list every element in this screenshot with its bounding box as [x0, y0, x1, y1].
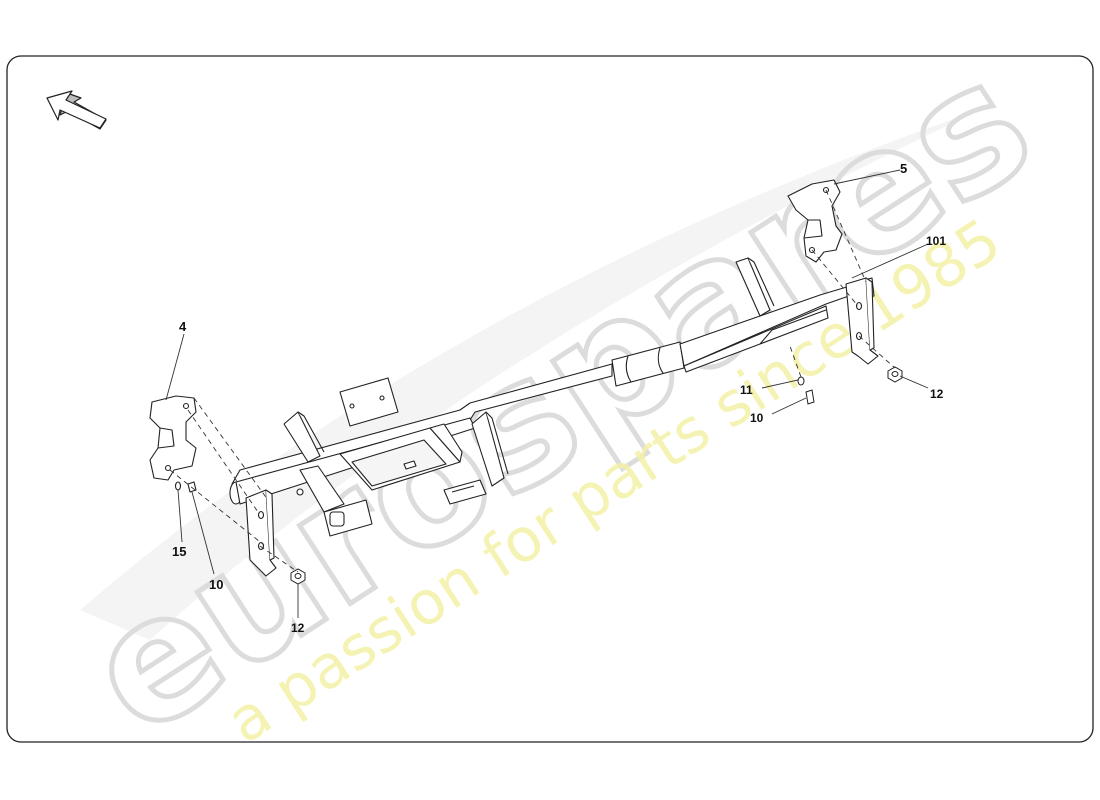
callout-11: 11	[740, 383, 753, 397]
callout-10-left: 10	[209, 577, 223, 592]
nut-12-right	[887, 366, 903, 383]
callout-101: 101	[926, 234, 946, 248]
watermark-swoosh	[80, 110, 980, 640]
washer-11	[797, 376, 805, 386]
orientation-arrow-icon	[46, 90, 107, 130]
left-end-bracket	[245, 489, 277, 577]
washer-15	[174, 481, 182, 491]
callout-12-right: 12	[930, 387, 944, 401]
callout-5: 5	[900, 161, 907, 176]
nut-12-left	[290, 568, 306, 585]
fasteners	[290, 366, 903, 585]
callout-15: 15	[172, 544, 186, 559]
leader-lines	[165, 169, 929, 618]
bolt-10-right	[805, 389, 815, 405]
callout-12-left: 12	[291, 621, 305, 635]
right-end-bracket	[845, 277, 879, 365]
callout-4: 4	[179, 319, 187, 334]
assembly-lines	[169, 189, 896, 573]
beam-brackets	[283, 257, 775, 537]
callouts: 4 5 101 11 10 12 15 10 12	[172, 161, 946, 635]
callout-10-right: 10	[750, 411, 764, 425]
